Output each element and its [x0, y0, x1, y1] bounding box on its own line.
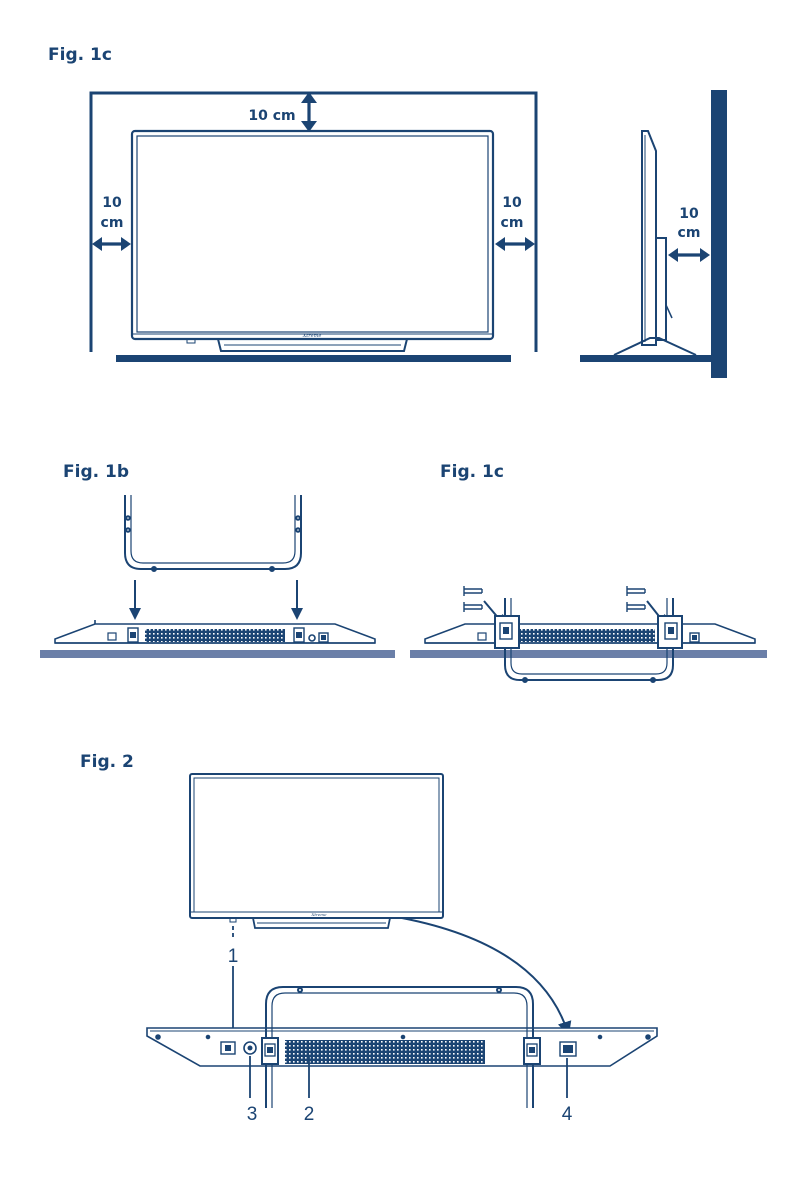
- tv-side-back: [656, 238, 666, 340]
- fig1c-tv-back: [425, 624, 755, 643]
- dimension-arrow-right: [495, 237, 535, 251]
- callout-4: 4: [562, 1104, 573, 1125]
- floor-bar-front: [116, 355, 511, 362]
- dimension-label-left-num: 10: [102, 195, 122, 211]
- tv-side-panel: [642, 131, 656, 345]
- tv-front-screen: [137, 136, 488, 332]
- dimension-arrow-left: [92, 237, 131, 251]
- clearance-side-view: [580, 90, 727, 378]
- floor-bar-side: [580, 355, 715, 362]
- brand-logo-fig2: Xtreme: [311, 912, 328, 917]
- wall: [711, 90, 727, 378]
- fig2-tv-front: [190, 774, 443, 928]
- dimension-arrow-side: [668, 248, 710, 262]
- dimension-label-right-unit: cm: [501, 215, 524, 231]
- callout-2: 2: [304, 1104, 315, 1125]
- dimension-label-right-num: 10: [502, 195, 522, 211]
- fig1b-stand: [125, 495, 301, 571]
- fig1b-insert-arrows: [129, 580, 303, 620]
- fig2-curve-arrow: [402, 918, 568, 1033]
- clearance-front-view: [91, 93, 536, 362]
- callout-3: 3: [247, 1104, 258, 1125]
- dimension-label-side-num: 10: [679, 206, 699, 222]
- dimension-label-side-unit: cm: [678, 225, 701, 241]
- dimension-arrow-top: [301, 92, 317, 132]
- tv-front-outer: [132, 131, 493, 339]
- table-surface-1c: [410, 650, 767, 658]
- dimension-label-top: 10 cm: [248, 108, 295, 124]
- brand-logo-front: Xtreme: [302, 333, 322, 339]
- fig2-tv-back: [147, 1028, 657, 1066]
- fig1b-tv-back: [55, 620, 375, 643]
- dimension-label-left-unit: cm: [101, 215, 124, 231]
- callout-1: 1: [228, 946, 239, 967]
- table-surface-1b: [40, 650, 395, 658]
